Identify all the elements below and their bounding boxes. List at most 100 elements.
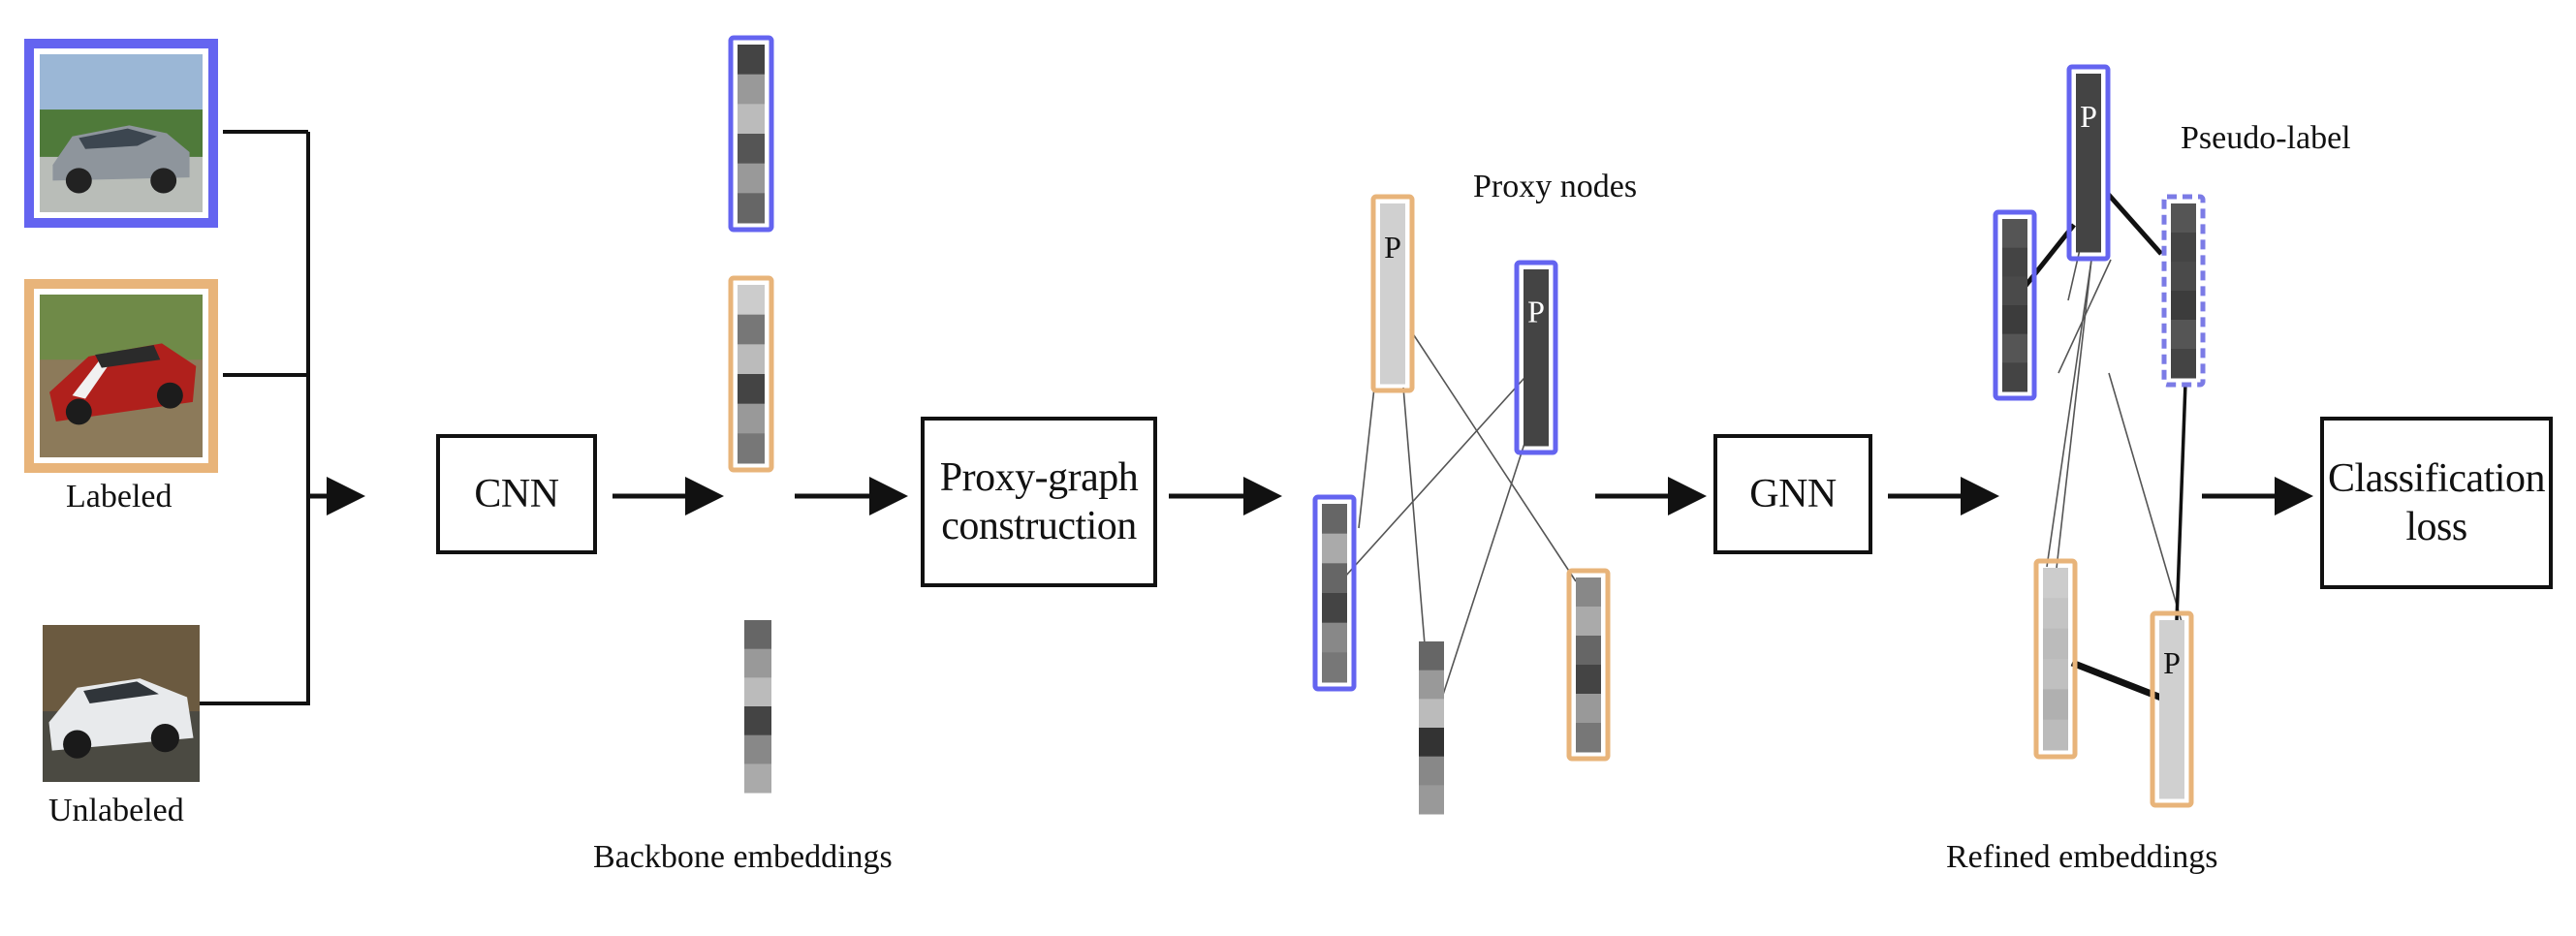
labeled-image-silver-car bbox=[24, 39, 218, 228]
backbone-vector-blue-cell-5 bbox=[738, 193, 765, 224]
refined-proxy-orange-cell-3 bbox=[2159, 709, 2184, 740]
graph-vector-unlabeled-cell-4 bbox=[1419, 756, 1444, 786]
backbone-vector-blue-cell-3 bbox=[738, 134, 765, 165]
refined-proxy-blue-cell-4 bbox=[2076, 192, 2101, 223]
graph-vector-orange-cell-4 bbox=[1576, 694, 1601, 724]
refined-vector-blue-cell-3 bbox=[2002, 305, 2027, 335]
backbone-vector-unlabeled-cell-0 bbox=[744, 620, 771, 650]
graph-edge-thin-9 bbox=[2108, 372, 2183, 626]
proxy-node-blue-cell-1 bbox=[1524, 298, 1549, 329]
backbone-vector-blue-cell-1 bbox=[738, 74, 765, 105]
proxy-node-blue: P bbox=[1514, 260, 1558, 455]
refined-proxy-orange-cell-1 bbox=[2159, 649, 2184, 680]
backbone-vector-unlabeled-cell-5 bbox=[744, 764, 771, 794]
refined-embeddings-caption: Refined embeddings bbox=[1946, 839, 2218, 875]
graph-edge-strong-3 bbox=[2070, 659, 2163, 702]
refined-proxy-blue-cell-1 bbox=[2076, 103, 2101, 134]
proxy-node-orange-cell-1 bbox=[1380, 234, 1405, 265]
backbone-vector-orange-cell-1 bbox=[738, 314, 765, 345]
refined-proxy-blue-cell-0 bbox=[2076, 74, 2101, 105]
refined-proxy-blue-cell-2 bbox=[2076, 133, 2101, 164]
refined-vector-orange-cell-5 bbox=[2043, 719, 2068, 751]
backbone-embeddings-caption: Backbone embeddings bbox=[593, 839, 893, 875]
refined-proxy-orange-cell-4 bbox=[2159, 738, 2184, 769]
refined-vector-blue-cell-1 bbox=[2002, 247, 2027, 277]
graph-vector-blue-cell-5 bbox=[1322, 652, 1347, 683]
proxy-node-orange: P bbox=[1370, 194, 1415, 393]
graph-edge-thin-7 bbox=[2046, 259, 2092, 568]
refined-vector-pseudo-label-cell-5 bbox=[2171, 349, 2196, 379]
refined-proxy-orange-cell-5 bbox=[2159, 768, 2184, 799]
proxy-node-orange-cell-0 bbox=[1380, 203, 1405, 234]
refined-vector-pseudo-label-cell-4 bbox=[2171, 320, 2196, 350]
refined-vector-orange bbox=[2033, 558, 2078, 760]
backbone-vector-orange-cell-0 bbox=[738, 285, 765, 316]
proxy-node-orange-frame bbox=[1370, 194, 1415, 393]
backbone-vector-orange-cell-3 bbox=[738, 374, 765, 405]
backbone-vector-unlabeled-cell-4 bbox=[744, 734, 771, 764]
refined-vector-pseudo-label bbox=[2161, 194, 2206, 388]
refined-vector-pseudo-label-frame bbox=[2161, 194, 2206, 388]
refined-vector-orange-cell-2 bbox=[2043, 628, 2068, 660]
proxy-node-blue-cell-5 bbox=[1524, 416, 1549, 447]
proxy-node-blue-frame bbox=[1514, 260, 1558, 455]
refined-proxy-orange-cell-0 bbox=[2159, 620, 2184, 651]
backbone-vector-unlabeled-cell-3 bbox=[744, 706, 771, 736]
proxy-nodes-caption: Proxy nodes bbox=[1473, 169, 1638, 204]
backbone-vector-unlabeled-cell-2 bbox=[744, 677, 771, 707]
refined-proxy-blue-cell-5 bbox=[2076, 222, 2101, 253]
graph-edge-strong-2 bbox=[2175, 382, 2187, 621]
backbone-vector-orange-frame bbox=[728, 275, 774, 473]
graph-vector-orange-cell-3 bbox=[1576, 665, 1601, 695]
refined-proxy-blue-frame bbox=[2066, 64, 2111, 262]
graph-vector-orange-cell-0 bbox=[1576, 577, 1601, 608]
graph-vector-blue-cell-3 bbox=[1322, 593, 1347, 624]
refined-vector-blue-cell-5 bbox=[2002, 362, 2027, 392]
graph-vector-unlabeled bbox=[1419, 641, 1444, 815]
refined-proxy-orange: P bbox=[2150, 610, 2194, 808]
graph-vector-orange-cell-2 bbox=[1576, 636, 1601, 666]
backbone-vector-blue-cell-2 bbox=[738, 104, 765, 135]
unlabeled-caption: Unlabeled bbox=[48, 793, 184, 828]
refined-vector-pseudo-label-cell-1 bbox=[2171, 233, 2196, 263]
cnn-label: CNN bbox=[474, 472, 559, 516]
graph-vector-orange-frame bbox=[1566, 568, 1611, 762]
refined-vector-pseudo-label-cell-3 bbox=[2171, 291, 2196, 321]
refined-vector-pseudo-label-cell-2 bbox=[2171, 262, 2196, 292]
backbone-vector-unlabeled-cell-1 bbox=[744, 648, 771, 678]
backbone-vector-blue-frame bbox=[728, 35, 774, 233]
refined-vector-blue-frame bbox=[1993, 209, 2037, 401]
graph-vector-orange-cell-1 bbox=[1576, 607, 1601, 637]
refined-vector-orange-cell-1 bbox=[2043, 598, 2068, 630]
graph-edge-thin-2 bbox=[1409, 328, 1577, 582]
gnn-label: GNN bbox=[1749, 472, 1837, 516]
refined-vector-blue bbox=[1993, 209, 2037, 401]
graph-vector-unlabeled-cell-2 bbox=[1419, 699, 1444, 729]
gnn-box: GNN bbox=[1713, 434, 1872, 554]
graph-vector-blue-frame bbox=[1312, 494, 1357, 692]
refined-vector-orange-frame bbox=[2033, 558, 2078, 760]
proxy-node-blue-cell-3 bbox=[1524, 358, 1549, 388]
backbone-vector-blue-cell-4 bbox=[738, 163, 765, 194]
backbone-vector-orange-cell-2 bbox=[738, 344, 765, 375]
input-connectors bbox=[200, 130, 310, 705]
graph-vector-unlabeled-cell-3 bbox=[1419, 728, 1444, 758]
refined-vector-blue-cell-2 bbox=[2002, 276, 2027, 306]
labeled-image-red-car bbox=[24, 279, 218, 473]
refined-proxy-blue-proxy-marker: P bbox=[2080, 99, 2097, 134]
graph-edge-thin-4 bbox=[1441, 416, 1534, 699]
refined-vector-blue-cell-4 bbox=[2002, 333, 2027, 363]
refined-proxy-orange-proxy-marker: P bbox=[2163, 645, 2181, 680]
graph-vector-orange-cell-5 bbox=[1576, 723, 1601, 753]
unlabeled-image-white-car bbox=[43, 625, 200, 782]
refined-vector-orange-cell-4 bbox=[2043, 689, 2068, 721]
proxy-node-orange-cell-4 bbox=[1380, 324, 1405, 355]
refined-proxy-blue: P bbox=[2066, 64, 2111, 262]
proxy-node-blue-proxy-marker: P bbox=[1527, 295, 1545, 329]
refined-vector-pseudo-label-cell-0 bbox=[2171, 203, 2196, 234]
labeled-caption: Labeled bbox=[66, 479, 173, 515]
proxy-node-blue-cell-4 bbox=[1524, 387, 1549, 418]
